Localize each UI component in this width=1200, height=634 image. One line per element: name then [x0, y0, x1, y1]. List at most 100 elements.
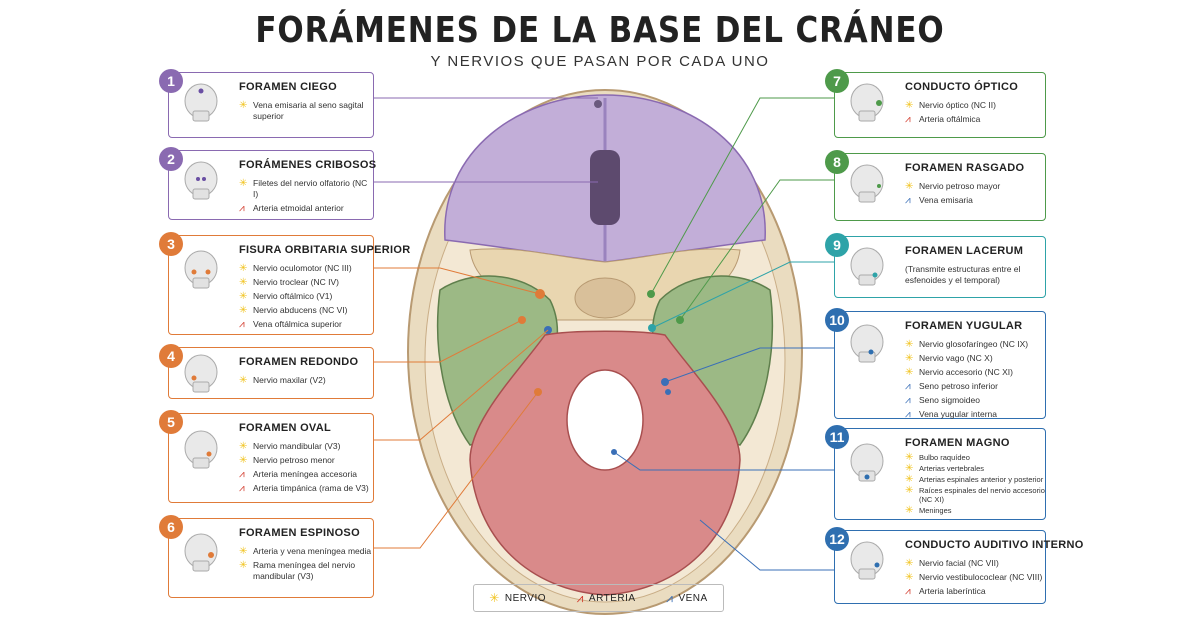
nervio-icon: ✳	[905, 474, 914, 485]
list-item: ✳Rama meníngea del nervio mandibular (V3…	[239, 560, 356, 581]
list-item: ✳Nervio oftálmico (V1)	[239, 291, 333, 302]
arteria-icon: ⩘	[239, 483, 245, 494]
page-title: FORÁMENES DE LA BASE DEL CRÁNEO	[255, 10, 945, 51]
nervio-icon: ✳	[239, 546, 248, 557]
nervio-icon: ✳	[905, 181, 914, 192]
nervio-icon: ✳	[905, 572, 914, 583]
card-foramen-ciego: 1 FORAMEN CIEGO ✳Vena emisaria al seno s…	[159, 69, 374, 138]
list-item: ✳Nervio abducens (NC VI)	[239, 305, 348, 316]
list-item: ✳Arterias espinales anterior y posterior	[905, 474, 1044, 485]
list-item: ✳Nervio glosofaríngeo (NC IX)	[905, 339, 1029, 350]
list-item: ⩘Vena yugular interna	[905, 409, 997, 420]
card-number: 8	[825, 150, 849, 174]
list-item: ✳Meninges	[905, 505, 952, 516]
nervio-icon: ✳	[905, 485, 914, 496]
vena-icon: ⩘	[905, 381, 911, 392]
list-item: ✳Nervio vestibulococlear (NC VIII)	[905, 572, 1043, 583]
card-foramen-oval: 5 FORAMEN OVAL ✳Nervio mandibular (V3) ✳…	[159, 410, 374, 503]
skull-icon	[850, 247, 884, 286]
arteria-icon: ⩘	[905, 114, 911, 125]
card-title: FORAMEN LACERUM	[905, 245, 1024, 257]
nervio-icon: ✳	[489, 591, 500, 605]
list-item: ✳Nervio accesorio (NC XI)	[905, 367, 1013, 378]
list-item: ✳Nervio petroso mayor	[905, 181, 1001, 192]
list-item: ⩘Arteria timpánica (rama de V3)	[239, 483, 369, 494]
nervio-icon: ✳	[905, 452, 914, 463]
arteria-icon: ⩘	[905, 586, 911, 597]
page-subtitle: Y NERVIOS QUE PASAN POR CADA UNO	[430, 53, 770, 70]
nervio-icon: ✳	[239, 455, 248, 466]
nervio-icon: ✳	[239, 263, 248, 274]
card-number: 12	[825, 527, 849, 551]
card-title: FORAMEN MAGNO	[905, 437, 1010, 449]
skull-icon	[850, 541, 884, 580]
nervio-icon: ✳	[239, 441, 248, 452]
card-number: 7	[825, 69, 849, 93]
nervio-icon: ✳	[239, 375, 248, 386]
list-item: ✳Vena emisaria al seno sagital superior	[239, 100, 364, 121]
skull-icon	[850, 443, 884, 482]
list-item: ✳Nervio mandibular (V3)	[239, 441, 341, 452]
nervio-icon: ✳	[239, 100, 248, 111]
list-item: ✳Raíces espinales del nervio accesorio (…	[905, 485, 1045, 505]
card-foramen-redondo: 4 FORAMEN REDONDO ✳Nervio maxilar (V2)	[159, 344, 374, 399]
skull-icon	[184, 161, 218, 200]
card-conducto-optico: 7 CONDUCTO ÓPTICO ✳Nervio óptico (NC II)…	[825, 69, 1046, 138]
list-item: ✳Nervio facial (NC VII)	[905, 558, 999, 569]
vena-icon: ⩘	[905, 395, 911, 406]
list-item: ⩘Arteria meníngea accesoria	[239, 469, 357, 480]
nervio-icon: ✳	[905, 353, 914, 364]
nervio-icon: ✳	[905, 367, 914, 378]
list-item: ⩘Seno sigmoideo	[905, 395, 980, 406]
nervio-icon: ✳	[239, 291, 248, 302]
vena-icon: ⩘	[666, 590, 674, 605]
legend: ✳NERVIO ⩘ARTERIA ⩘VENA	[473, 584, 724, 612]
nervio-icon: ✳	[905, 558, 914, 569]
skull-icon	[850, 83, 884, 122]
skull-icon	[184, 430, 218, 469]
arteria-icon: ⩘	[239, 203, 245, 214]
nervio-icon: ✳	[239, 305, 248, 316]
list-item: ✳Nervio óptico (NC II)	[905, 100, 996, 111]
list-item: ✳Nervio troclear (NC IV)	[239, 277, 339, 288]
list-item: ✳Filetes del nervio olfatorio (NC I)	[239, 178, 368, 199]
skull-icon	[850, 164, 884, 203]
card-conducto-auditivo-interno: 12 CONDUCTO AUDITIVO INTERNO ✳Nervio fac…	[825, 527, 1083, 604]
card-foramenes-cribosos: 2 FORÁMENES CRIBOSOS ✳Filetes del nervio…	[159, 147, 376, 220]
card-number: 5	[159, 410, 183, 434]
card-title: CONDUCTO ÓPTICO	[905, 81, 1019, 93]
legend-item-nervio: ✳NERVIO	[489, 591, 547, 605]
list-item: ✳Nervio maxilar (V2)	[239, 375, 326, 386]
card-foramen-yugular: 10 FORAMEN YUGULAR ✳Nervio glosofaríngeo…	[825, 308, 1046, 420]
skull-icon	[184, 83, 218, 122]
list-item: ⩘Arteria etmoidal anterior	[239, 203, 344, 214]
card-number: 11	[825, 425, 849, 449]
list-item: ✳Nervio oculomotor (NC III)	[239, 263, 352, 274]
card-number: 9	[825, 233, 849, 257]
nervio-icon: ✳	[905, 505, 914, 516]
skull-icon	[184, 250, 218, 289]
legend-item-arteria: ⩘ARTERIA	[576, 590, 636, 605]
arteria-icon: ⩘	[576, 590, 584, 605]
card-foramen-lacerum: 9 FORAMEN LACERUM (Transmite estructuras…	[825, 233, 1046, 298]
nervio-icon: ✳	[905, 100, 914, 111]
list-item: ✳Arterias vertebrales	[905, 463, 985, 474]
list-item: ✳Bulbo raquídeo	[905, 452, 970, 463]
card-title: FORAMEN RASGADO	[905, 162, 1025, 174]
card-number: 4	[159, 344, 183, 368]
card-foramen-rasgado: 8 FORAMEN RASGADO ✳Nervio petroso mayor …	[825, 150, 1046, 221]
card-title: FORAMEN YUGULAR	[905, 320, 1023, 332]
arteria-icon: ⩘	[239, 469, 245, 480]
list-item: ⩘Vena oftálmica superior	[239, 319, 342, 330]
list-item: ⩘Arteria laberíntica	[905, 586, 986, 597]
legend-item-vena: ⩘VENA	[666, 590, 708, 605]
list-item: ⩘Seno petroso inferior	[905, 381, 998, 392]
card-fisura-orbitaria-superior: 3 FISURA ORBITARIA SUPERIOR ✳Nervio ocul…	[159, 232, 410, 335]
list-item: (Transmite estructuras entre el esfenoid…	[905, 264, 1021, 285]
vena-icon: ⩘	[905, 195, 911, 206]
skull-icon	[184, 533, 218, 572]
card-foramen-espinoso: 6 FORAMEN ESPINOSO ✳Arteria y vena menín…	[159, 515, 374, 598]
list-item: ✳Arteria y vena meníngea media	[239, 546, 372, 557]
list-item: ✳Nervio vago (NC X)	[905, 353, 993, 364]
